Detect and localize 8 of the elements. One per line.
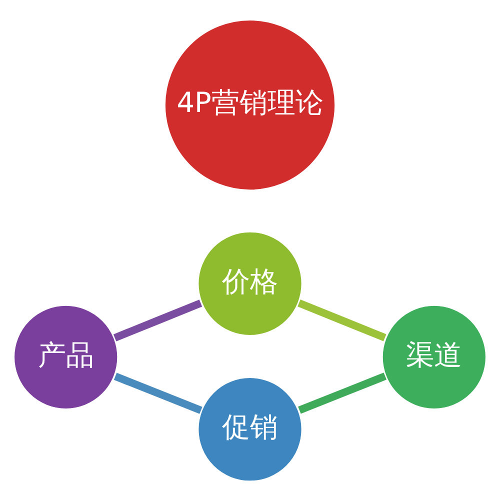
connector [298, 298, 386, 341]
connector [298, 372, 387, 414]
connector [114, 372, 202, 414]
connector [113, 299, 202, 341]
node-circle: 促销 [196, 375, 304, 483]
node-circle: 产品 [12, 302, 120, 410]
node-circle: 渠道 [380, 302, 488, 410]
node-circle: 价格 [196, 229, 304, 338]
